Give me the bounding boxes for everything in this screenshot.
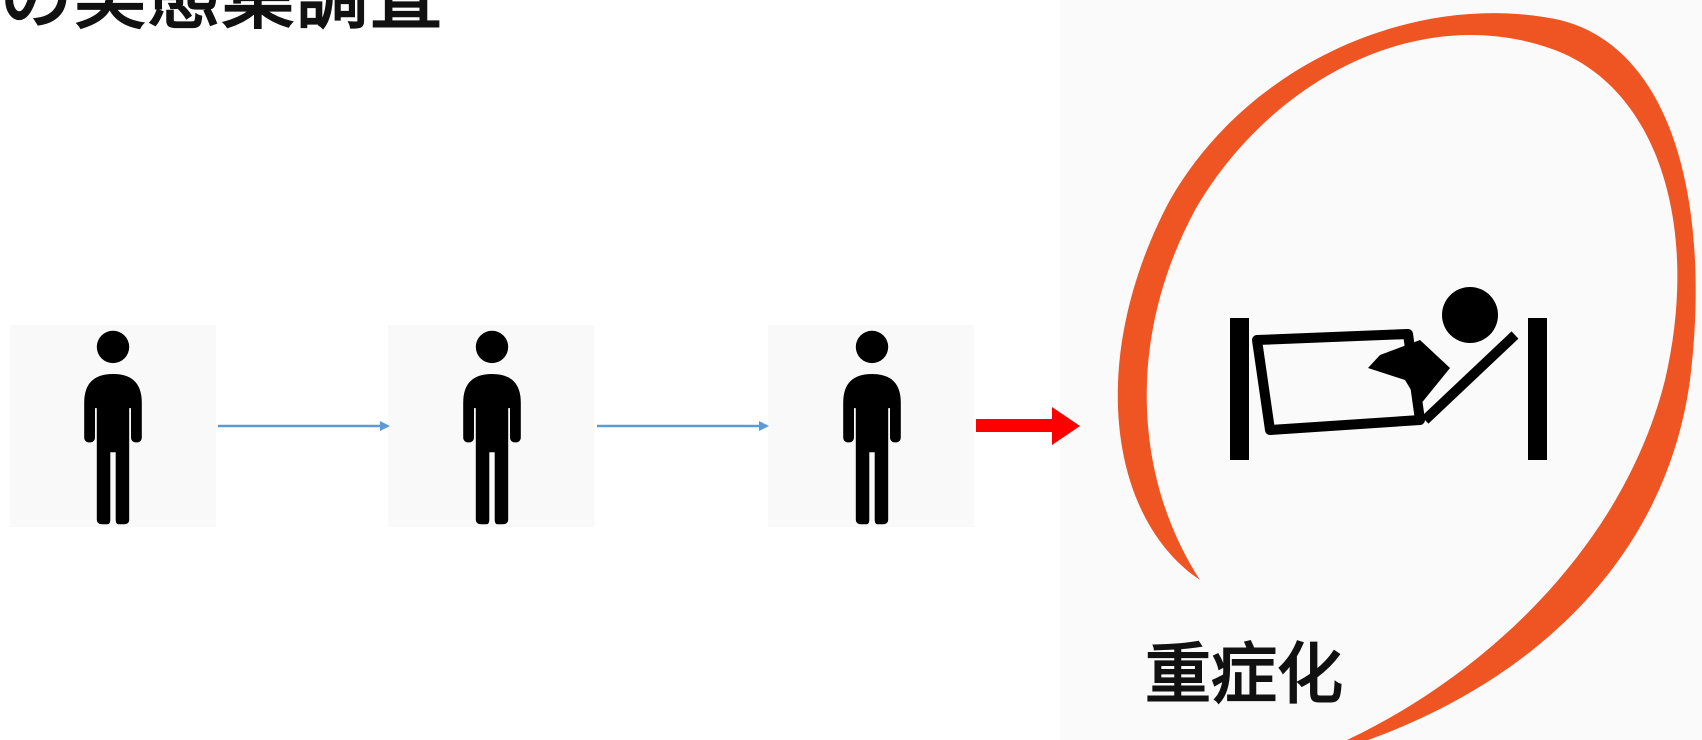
patient-in-bed-icon xyxy=(1230,287,1547,460)
person-icon-2 xyxy=(463,330,521,525)
person-icon-3 xyxy=(843,330,901,525)
person-icon-1 xyxy=(84,330,142,525)
page-title: の実態集調査 xyxy=(0,0,444,38)
severe-label: 重症化 xyxy=(1145,636,1343,713)
highlight-swirl xyxy=(1117,13,1696,740)
arrow-to-severe xyxy=(976,407,1080,445)
